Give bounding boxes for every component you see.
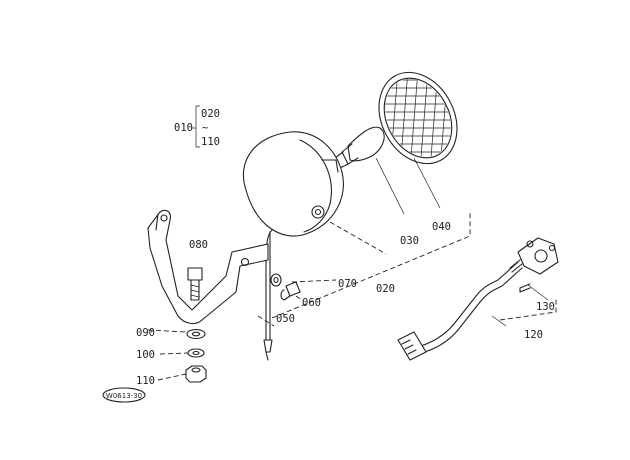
washer-070 — [270, 273, 282, 287]
group-bottom-label: 110 — [201, 136, 220, 148]
washer-100 — [187, 348, 205, 358]
bolt-080 — [187, 267, 203, 301]
part-label-070: 070 — [338, 278, 357, 290]
figure-code: W0613-30 — [106, 392, 142, 400]
nut-110 — [185, 365, 207, 383]
lamp-housing — [242, 131, 344, 237]
part-label-130: 130 — [536, 301, 555, 313]
part-label-040: 040 — [432, 221, 451, 233]
group-tilde: ~ — [202, 122, 208, 134]
part-label-120: 120 — [524, 329, 543, 341]
part-labels: 080 090 100 110 070 060 050 020 030 040 … — [136, 221, 555, 387]
group-parent-label: 010 — [174, 122, 193, 134]
part-label-100: 100 — [136, 349, 155, 361]
bolt-060 — [280, 281, 301, 301]
part-label-080: 080 — [189, 239, 208, 251]
screw-130 — [519, 283, 549, 301]
part-label-030: 030 — [400, 235, 419, 247]
part-label-050: 050 — [276, 313, 295, 325]
lamp-lens-grille — [372, 69, 464, 169]
mounting-bracket — [147, 209, 269, 325]
part-label-060: 060 — [302, 297, 321, 309]
leader-lines — [147, 157, 557, 381]
part-label-090: 090 — [136, 327, 155, 339]
group-range-callout: 010 020 ~ 110 — [174, 105, 220, 148]
group-top-label: 020 — [201, 108, 220, 120]
figure-code-badge: W0613-30 — [102, 387, 146, 403]
part-label-020: 020 — [376, 283, 395, 295]
part-label-110: 110 — [136, 375, 155, 387]
switch-harness — [397, 237, 559, 361]
washer-090 — [186, 328, 206, 340]
lamp-bulb — [334, 126, 385, 169]
